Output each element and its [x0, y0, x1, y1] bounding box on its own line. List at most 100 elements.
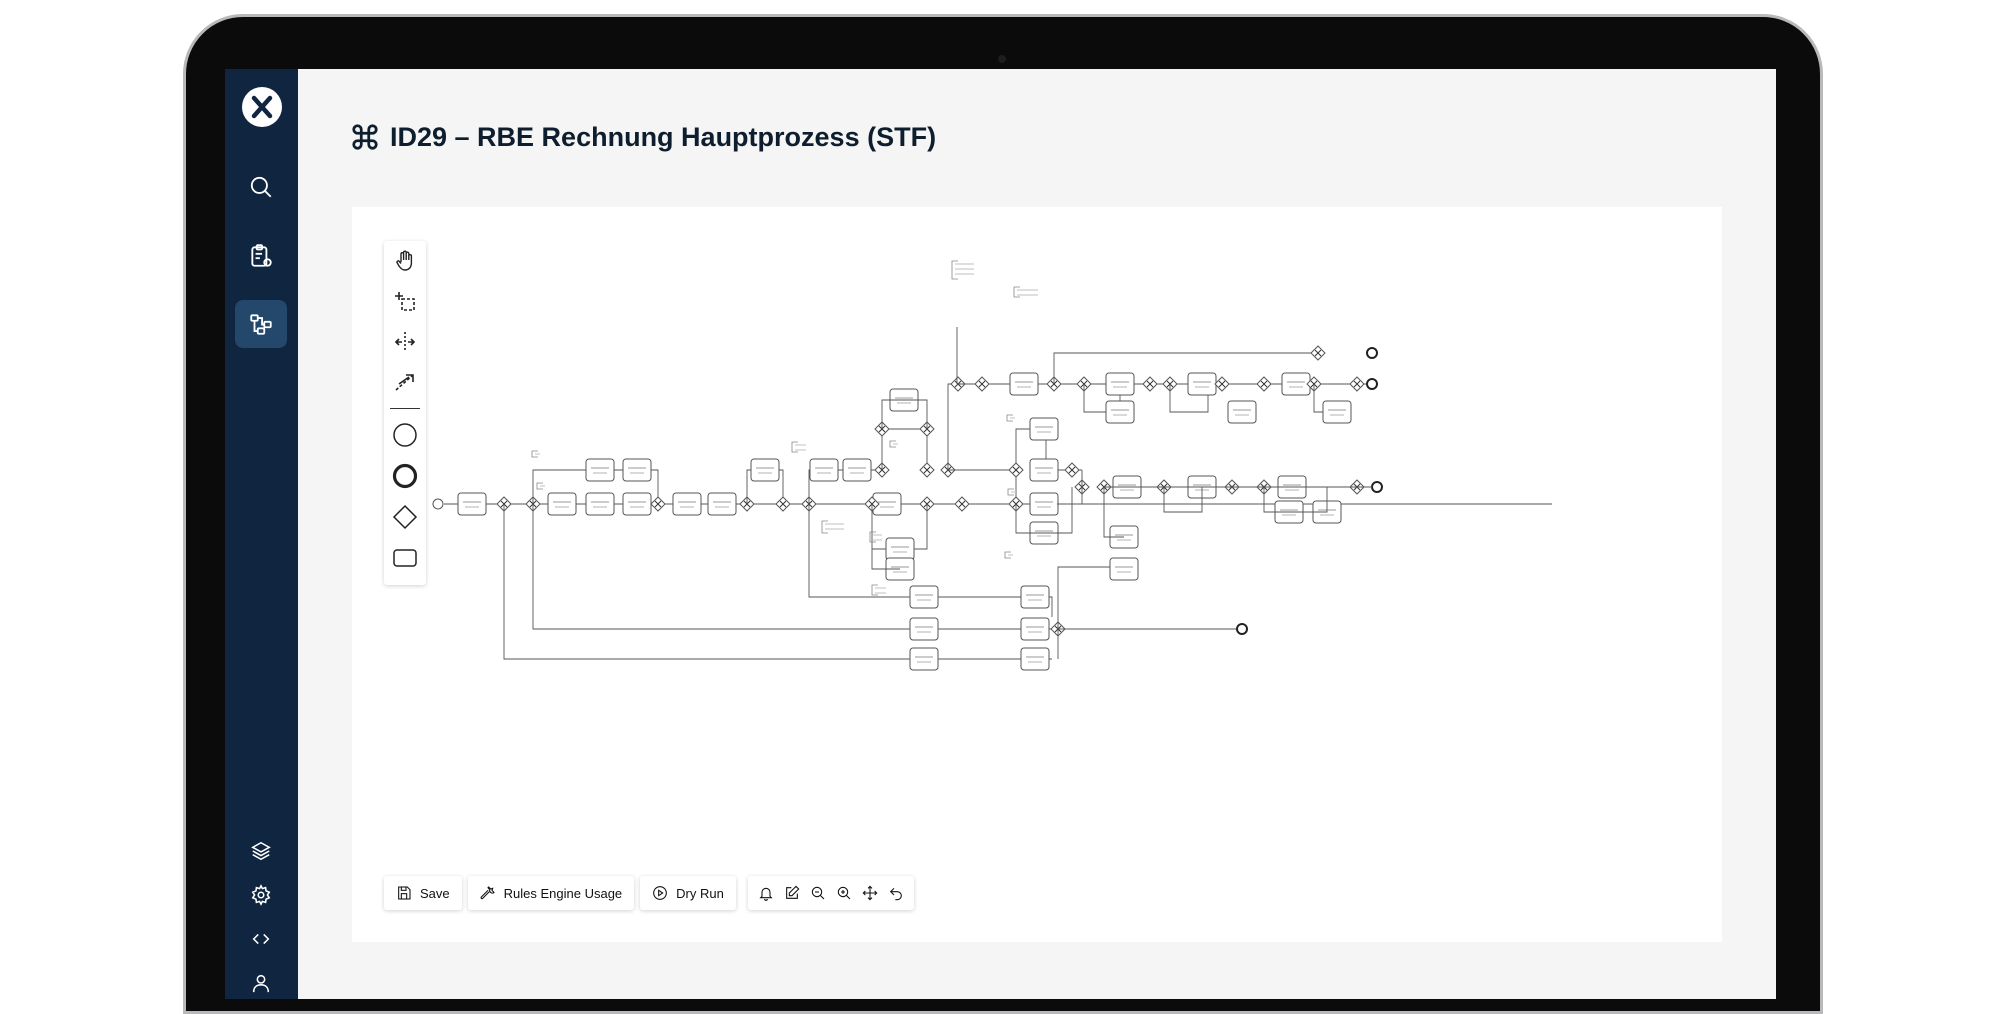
bpmn-task[interactable]	[672, 492, 702, 516]
bpmn-gateway-x[interactable]	[1012, 466, 1020, 474]
hand-tool[interactable]	[389, 245, 421, 277]
bpmn-gateway-x[interactable]	[1068, 466, 1076, 474]
bpmn-task[interactable]	[909, 585, 939, 609]
sequence-flow[interactable]	[1057, 566, 1127, 659]
bpmn-task[interactable]	[885, 537, 915, 561]
sequence-flow[interactable]	[1163, 487, 1203, 513]
sidebar-item-settings[interactable]	[235, 871, 287, 919]
bpmn-task[interactable]	[585, 492, 615, 516]
bpmn-end-event[interactable]	[1366, 347, 1378, 359]
bpmn-task[interactable]	[547, 492, 577, 516]
start-event-tool[interactable]	[389, 419, 421, 451]
bpmn-end-event[interactable]	[1371, 481, 1383, 493]
sequence-flow[interactable]	[1053, 352, 1322, 384]
task-tool[interactable]	[389, 542, 421, 574]
save-button[interactable]: Save	[384, 876, 462, 910]
bpmn-gateway-x[interactable]	[1260, 380, 1268, 388]
bpmn-gateway-x[interactable]	[1218, 380, 1226, 388]
rules-engine-usage-button[interactable]: Rules Engine Usage	[467, 876, 635, 910]
lasso-tool[interactable]	[389, 285, 421, 317]
bpmn-annotation[interactable]	[951, 260, 958, 280]
bpmn-end-event[interactable]	[1236, 623, 1248, 635]
bpmn-task[interactable]	[1029, 458, 1059, 482]
sidebar-item-processes[interactable]	[235, 300, 287, 348]
bpmn-end-event[interactable]	[1366, 378, 1378, 390]
edit-icon[interactable]	[784, 885, 800, 901]
bpmn-task[interactable]	[1020, 617, 1050, 641]
bpmn-gateway-x[interactable]	[923, 466, 931, 474]
space-tool[interactable]	[389, 326, 421, 358]
bpmn-task[interactable]	[1029, 417, 1059, 441]
bpmn-start-event[interactable]	[432, 498, 444, 510]
end-event-tool[interactable]	[389, 460, 421, 492]
bpmn-task[interactable]	[1105, 400, 1135, 424]
bpmn-task[interactable]	[1281, 372, 1311, 396]
bpmn-annotation[interactable]	[871, 584, 878, 596]
bpmn-task[interactable]	[809, 458, 839, 482]
sequence-flow[interactable]	[1169, 384, 1209, 413]
bpmn-annotation[interactable]	[869, 531, 876, 543]
sequence-flow[interactable]	[532, 504, 1052, 630]
zoom-in-icon[interactable]	[836, 885, 852, 901]
x-logo-icon[interactable]	[242, 87, 282, 127]
bpmn-task[interactable]	[585, 458, 615, 482]
bpmn-annotation[interactable]	[791, 441, 798, 453]
bpmn-task[interactable]	[1227, 400, 1257, 424]
bpmn-task[interactable]	[842, 458, 872, 482]
sidebar-item-layers[interactable]	[235, 827, 287, 875]
sequence-flow[interactable]	[881, 428, 928, 470]
bpmn-task[interactable]	[1009, 372, 1039, 396]
bpmn-task[interactable]	[1105, 372, 1135, 396]
bpmn-task[interactable]	[622, 492, 652, 516]
bpmn-annotation[interactable]	[889, 440, 896, 448]
bpmn-diagram[interactable]	[352, 207, 1722, 942]
sidebar-item-search[interactable]	[235, 163, 287, 211]
fit-view-icon[interactable]	[862, 885, 878, 901]
sidebar-item-account[interactable]	[235, 959, 287, 999]
sequence-flow[interactable]	[1057, 470, 1083, 505]
bpmn-task[interactable]	[1187, 372, 1217, 396]
bpmn-task[interactable]	[1322, 400, 1352, 424]
connect-tool[interactable]	[389, 366, 421, 398]
bpmn-task[interactable]	[750, 458, 780, 482]
bpmn-task[interactable]	[909, 617, 939, 641]
sequence-flow[interactable]	[503, 504, 1052, 660]
bpmn-task[interactable]	[457, 492, 487, 516]
bpmn-task[interactable]	[622, 458, 652, 482]
bpmn-gateway-x[interactable]	[1314, 349, 1322, 357]
bpmn-task[interactable]	[1020, 585, 1050, 609]
bpmn-gateway-x[interactable]	[958, 500, 966, 508]
bpmn-annotation[interactable]	[531, 450, 538, 458]
sidebar-item-tasks[interactable]	[235, 232, 287, 280]
bpmn-gateway-x[interactable]	[654, 500, 662, 508]
bpmn-annotation[interactable]	[821, 520, 828, 534]
bpmn-task[interactable]	[909, 647, 939, 671]
bpmn-annotation[interactable]	[1007, 488, 1014, 496]
sequence-flow[interactable]	[871, 549, 900, 570]
bell-icon[interactable]	[758, 885, 774, 901]
bpmn-task[interactable]	[707, 492, 737, 516]
sequence-flow[interactable]	[904, 399, 928, 429]
bpmn-task[interactable]	[1020, 647, 1050, 671]
bpmn-task[interactable]	[1029, 492, 1059, 516]
undo-icon[interactable]	[888, 885, 904, 901]
bpmn-canvas[interactable]: Save Rules Engine Usage Dry Run	[352, 207, 1722, 942]
gateway-tool[interactable]	[389, 501, 421, 533]
bpmn-annotation[interactable]	[536, 482, 543, 490]
sidebar-item-code[interactable]	[235, 915, 287, 963]
bpmn-task[interactable]	[1109, 557, 1139, 581]
bpmn-gateway-x[interactable]	[779, 500, 787, 508]
bpmn-gateway-x[interactable]	[978, 380, 986, 388]
sequence-flow[interactable]	[1083, 384, 1121, 413]
sequence-flow[interactable]	[1103, 487, 1124, 538]
bpmn-annotation[interactable]	[1006, 414, 1013, 422]
sequence-flow[interactable]	[881, 399, 904, 429]
sequence-flow[interactable]	[947, 383, 958, 470]
bpmn-annotation[interactable]	[1013, 286, 1020, 298]
bpmn-gateway-x[interactable]	[1146, 380, 1154, 388]
sequence-flow[interactable]	[1015, 487, 1073, 534]
sequence-flow[interactable]	[1263, 487, 1328, 513]
dry-run-button[interactable]: Dry Run	[640, 876, 736, 910]
zoom-out-icon[interactable]	[810, 885, 826, 901]
bpmn-gateway-x[interactable]	[1353, 380, 1361, 388]
